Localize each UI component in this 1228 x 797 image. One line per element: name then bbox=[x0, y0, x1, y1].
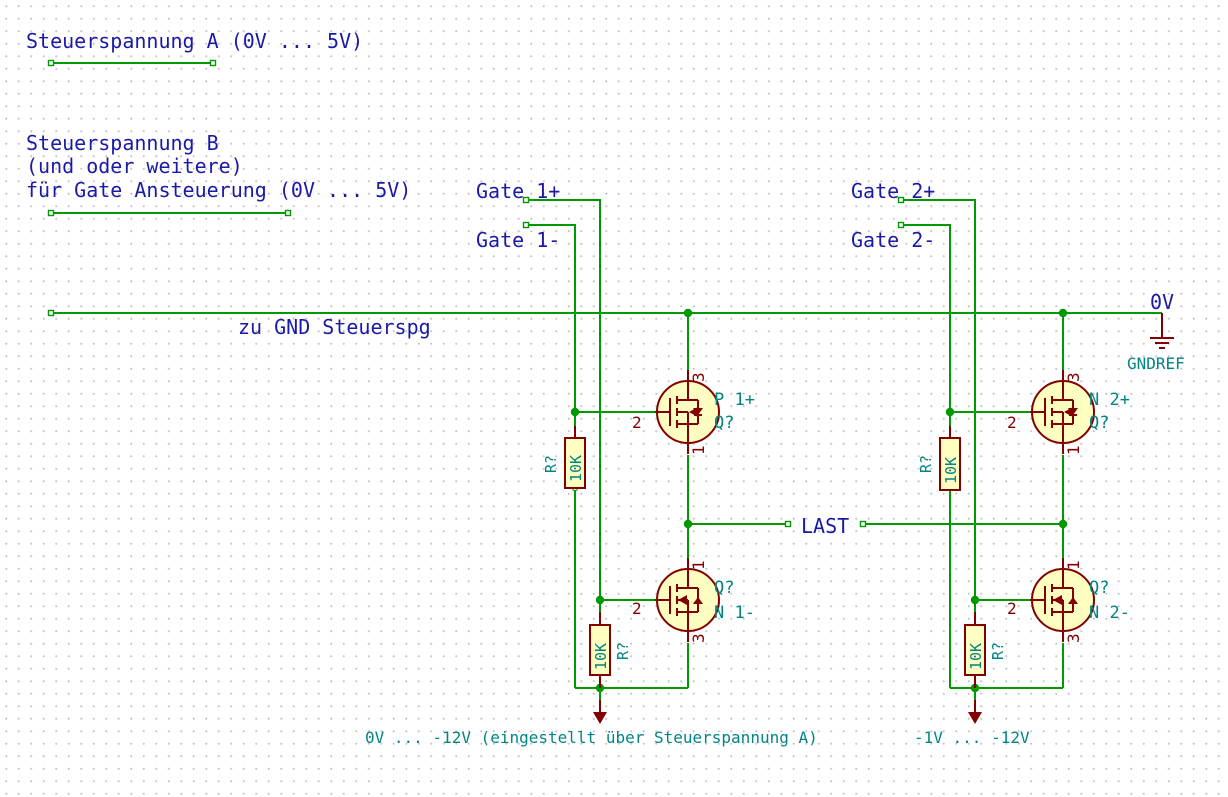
pin-n1-gate: 2 bbox=[632, 599, 642, 618]
label-steuer-b-3: für Gate Ansteuerung (0V ... 5V) bbox=[26, 178, 411, 202]
q-n1-value: N 1- bbox=[714, 603, 755, 623]
junction bbox=[595, 595, 605, 605]
mosfet-p1 bbox=[654, 369, 720, 455]
label-gnd-steuer: zu GND Steuerspg bbox=[238, 315, 431, 339]
pin-p1-gate: 2 bbox=[632, 413, 642, 432]
mosfet-n1 bbox=[654, 557, 720, 643]
label-last: LAST bbox=[801, 514, 849, 538]
junction bbox=[945, 407, 955, 417]
label-gndref: GNDREF bbox=[1127, 354, 1185, 373]
junctions bbox=[570, 308, 1068, 693]
pin-n2m-top: 1 bbox=[1064, 560, 1083, 570]
pin-n1-bottom: 3 bbox=[689, 633, 708, 643]
resistor-g1m bbox=[589, 612, 611, 688]
label-gate-1-minus: Gate 1- bbox=[476, 228, 560, 252]
wires bbox=[51, 62, 1162, 712]
supply-arrow-2 bbox=[968, 700, 982, 724]
junction bbox=[570, 407, 580, 417]
wire-gate-1-plus bbox=[526, 199, 601, 688]
pin-p1-top: 3 bbox=[689, 372, 708, 382]
label-gate-1-plus: Gate 1+ bbox=[476, 179, 560, 203]
supply-arrow-1 bbox=[593, 700, 607, 724]
pin-n2p-bottom: 1 bbox=[1064, 445, 1083, 455]
q-n2p-ref: Q? bbox=[1089, 413, 1109, 433]
label-steuer-a: Steuerspannung A (0V ... 5V) bbox=[26, 29, 363, 53]
r-g2p-value: 10K bbox=[942, 457, 960, 484]
label-steuer-b-1: Steuerspannung B bbox=[26, 131, 219, 155]
q-n2m-ref: Q? bbox=[1089, 578, 1109, 598]
wire-gate-2-plus bbox=[901, 199, 976, 688]
mosfet-n2-minus bbox=[1029, 557, 1095, 643]
r-g1m-ref: R? bbox=[614, 642, 632, 660]
label-0v: 0V bbox=[1150, 290, 1174, 314]
pin-n2m-gate: 2 bbox=[1007, 599, 1017, 618]
gndref-symbol bbox=[1150, 313, 1174, 349]
r-g2p-ref: R? bbox=[917, 455, 935, 473]
q-n1-ref: Q? bbox=[714, 578, 734, 598]
junction bbox=[683, 519, 693, 529]
junction bbox=[1058, 519, 1068, 529]
q-n2m-value: N 2- bbox=[1089, 603, 1130, 623]
label-gate-2-minus: Gate 2- bbox=[851, 228, 935, 252]
resistor-g1p bbox=[564, 426, 586, 489]
junction bbox=[1058, 308, 1068, 318]
pin-n2p-top: 3 bbox=[1064, 372, 1083, 382]
r-g1p-value: 10K bbox=[567, 455, 585, 482]
q-p1-value: P 1+ bbox=[714, 390, 755, 410]
r-g1m-value: 10K bbox=[592, 643, 610, 670]
r-g2m-ref: R? bbox=[989, 642, 1007, 660]
pin-n2m-bottom: 3 bbox=[1064, 633, 1083, 643]
resistor-g2p bbox=[939, 426, 961, 491]
resistor-g2m bbox=[964, 612, 986, 688]
wire-gate-2-minus bbox=[901, 224, 951, 438]
pin-p1-bottom: 1 bbox=[689, 445, 708, 455]
label-steuer-b-2: (und oder weitere) bbox=[26, 154, 243, 178]
pin-n2p-gate: 2 bbox=[1007, 413, 1017, 432]
q-n2p-value: N 2+ bbox=[1089, 390, 1130, 410]
pin-n1-top: 1 bbox=[689, 560, 708, 570]
label-supply-2: -1V ... -12V bbox=[914, 728, 1030, 747]
junction bbox=[970, 595, 980, 605]
r-g2m-value: 10K bbox=[967, 643, 985, 670]
r-g1p-ref: R? bbox=[542, 455, 560, 473]
q-p1-ref: Q? bbox=[714, 413, 734, 433]
mosfet-n2-plus bbox=[1029, 369, 1095, 455]
label-gate-2-plus: Gate 2+ bbox=[851, 179, 935, 203]
label-supply-1: 0V ... -12V (eingestellt über Steuerspan… bbox=[365, 728, 818, 747]
wire-gate-1-minus bbox=[526, 224, 576, 438]
junction bbox=[683, 308, 693, 318]
